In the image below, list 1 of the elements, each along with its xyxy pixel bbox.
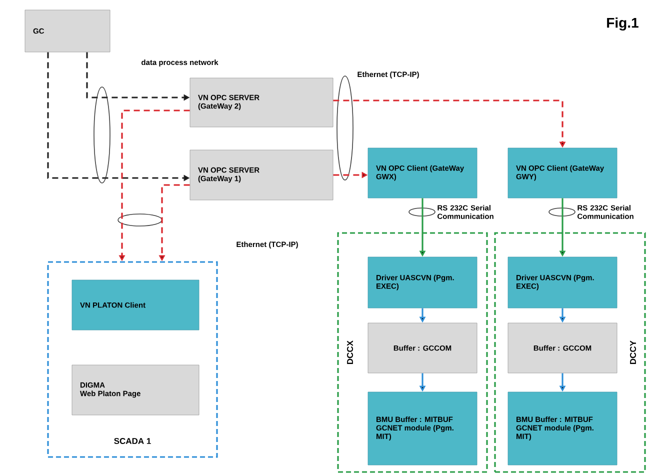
figure-number: Fig.1 (607, 17, 638, 31)
